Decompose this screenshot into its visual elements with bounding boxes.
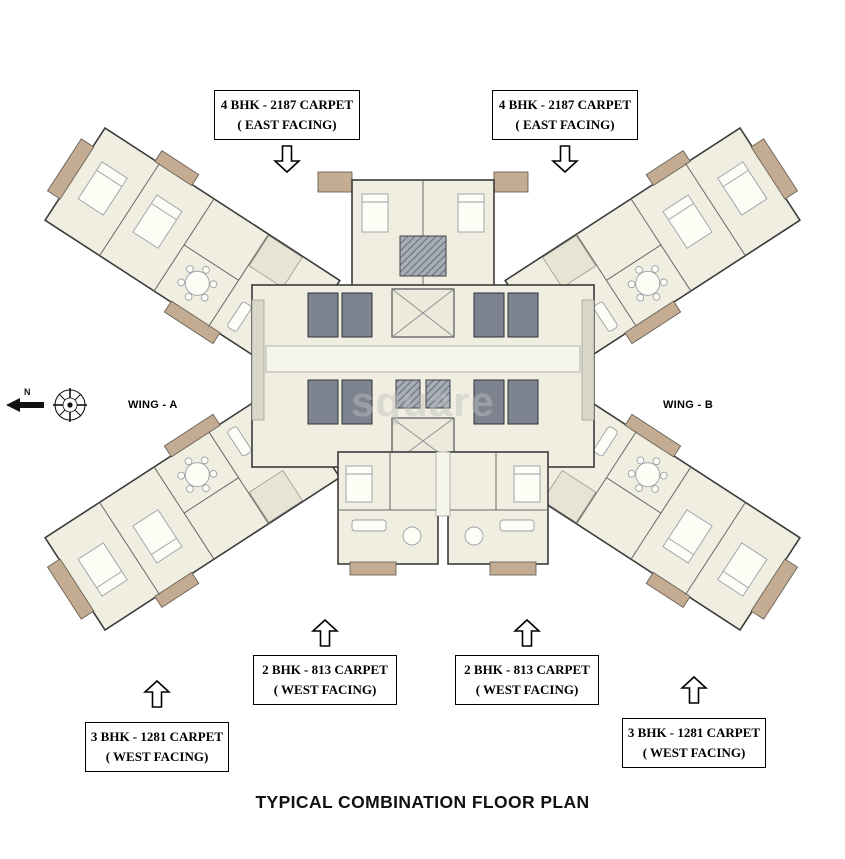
unit-label-line1: 3 BHK - 1281 CARPET <box>627 725 761 740</box>
unit-label-bottom-right: 3 BHK - 1281 CARPET ( WEST FACING) <box>622 718 766 769</box>
compass-rose-icon <box>53 388 87 422</box>
arrow-up-icon <box>311 618 339 647</box>
unit-label-bottom-center-right: 2 BHK - 813 CARPET ( WEST FACING) <box>455 655 599 706</box>
top-center-units <box>317 171 529 289</box>
compass-icon: N <box>6 387 87 422</box>
unit-label-line1: 2 BHK - 813 CARPET <box>262 662 388 677</box>
unit-label-line2: ( WEST FACING) <box>475 682 579 698</box>
arrow-up-icon <box>680 675 708 704</box>
north-arrow-icon: N <box>6 387 44 412</box>
unit-label-line2: ( WEST FACING) <box>273 682 377 698</box>
north-letter: N <box>24 387 31 397</box>
bottom-center-units <box>337 451 549 576</box>
wing-a-label: WING - A <box>128 399 178 411</box>
unit-label-line2: ( WEST FACING) <box>105 749 209 765</box>
unit-label-line1: 4 BHK - 2187 CARPET <box>498 97 632 112</box>
unit-label-line2: ( WEST FACING) <box>642 745 746 761</box>
unit-label-line1: 4 BHK - 2187 CARPET <box>220 97 354 112</box>
unit-label-line2: ( EAST FACING) <box>237 117 337 133</box>
arrow-down-icon <box>273 145 301 174</box>
central-core <box>251 284 595 468</box>
arrow-down-icon <box>551 145 579 174</box>
unit-label-bottom-center-left: 2 BHK - 813 CARPET ( WEST FACING) <box>253 655 397 706</box>
wing-b-label: WING - B <box>663 399 714 411</box>
unit-label-line1: 3 BHK - 1281 CARPET <box>90 729 224 744</box>
unit-label-top-left: 4 BHK - 2187 CARPET ( EAST FACING) <box>214 90 360 141</box>
arrow-up-icon <box>513 618 541 647</box>
unit-label-top-right: 4 BHK - 2187 CARPET ( EAST FACING) <box>492 90 638 141</box>
plan-title: TYPICAL COMBINATION FLOOR PLAN <box>255 792 590 812</box>
unit-label-line2: ( EAST FACING) <box>515 117 615 133</box>
unit-label-bottom-left: 3 BHK - 1281 CARPET ( WEST FACING) <box>85 722 229 773</box>
unit-label-line1: 2 BHK - 813 CARPET <box>464 662 590 677</box>
arrow-up-icon <box>143 679 171 708</box>
